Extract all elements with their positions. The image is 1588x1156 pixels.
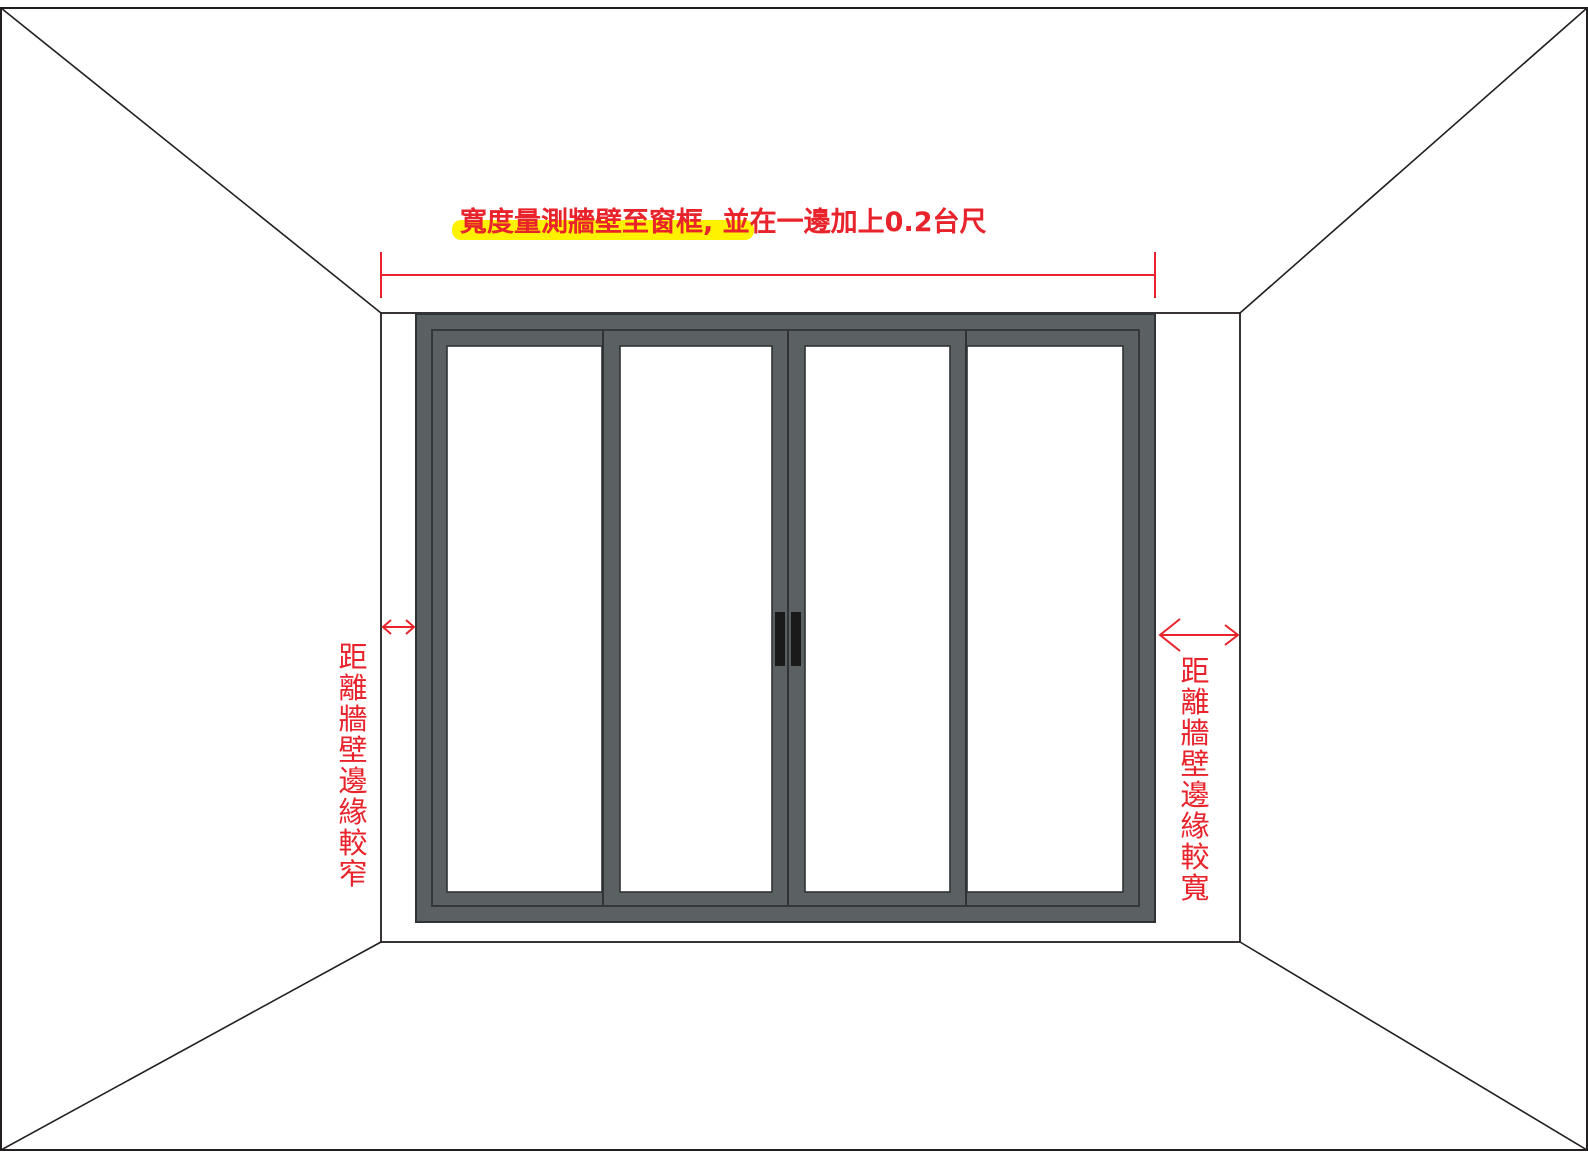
floor-right-edge — [1239, 941, 1588, 1151]
right-gap-arrowhead-left — [1158, 618, 1181, 652]
glass-panel-1 — [446, 345, 603, 893]
window-handle-right — [791, 612, 801, 666]
ceiling-left-edge — [0, 7, 382, 314]
glass-panel-3 — [804, 345, 951, 893]
dimension-title: 寬度量測牆壁至窗框, 並在一邊加上0.2台尺 — [460, 206, 987, 238]
left-gap-arrowhead-left — [381, 619, 392, 635]
right-gap-note: 距離牆壁邊緣較寬 — [1180, 654, 1210, 905]
title-highlight — [452, 220, 754, 240]
glass-panel-4 — [966, 345, 1124, 893]
glass-panel-2 — [619, 345, 773, 893]
floor-left-edge — [0, 941, 382, 1151]
left-gap-arrowhead-right — [405, 619, 416, 635]
left-gap-note: 距離牆壁邊緣較窄 — [338, 640, 368, 891]
right-gap-arrowhead-right — [1224, 624, 1240, 646]
window-handle-left — [775, 612, 785, 666]
room-outer-border — [0, 7, 1588, 1151]
dimension-title-rest: 並在一邊加上0.2台尺 — [713, 206, 986, 238]
dimension-title-highlighted: 寬度量測牆壁至窗框, — [460, 206, 713, 238]
window-inner-frame — [431, 329, 1140, 907]
ceiling-right-edge — [1239, 7, 1588, 314]
